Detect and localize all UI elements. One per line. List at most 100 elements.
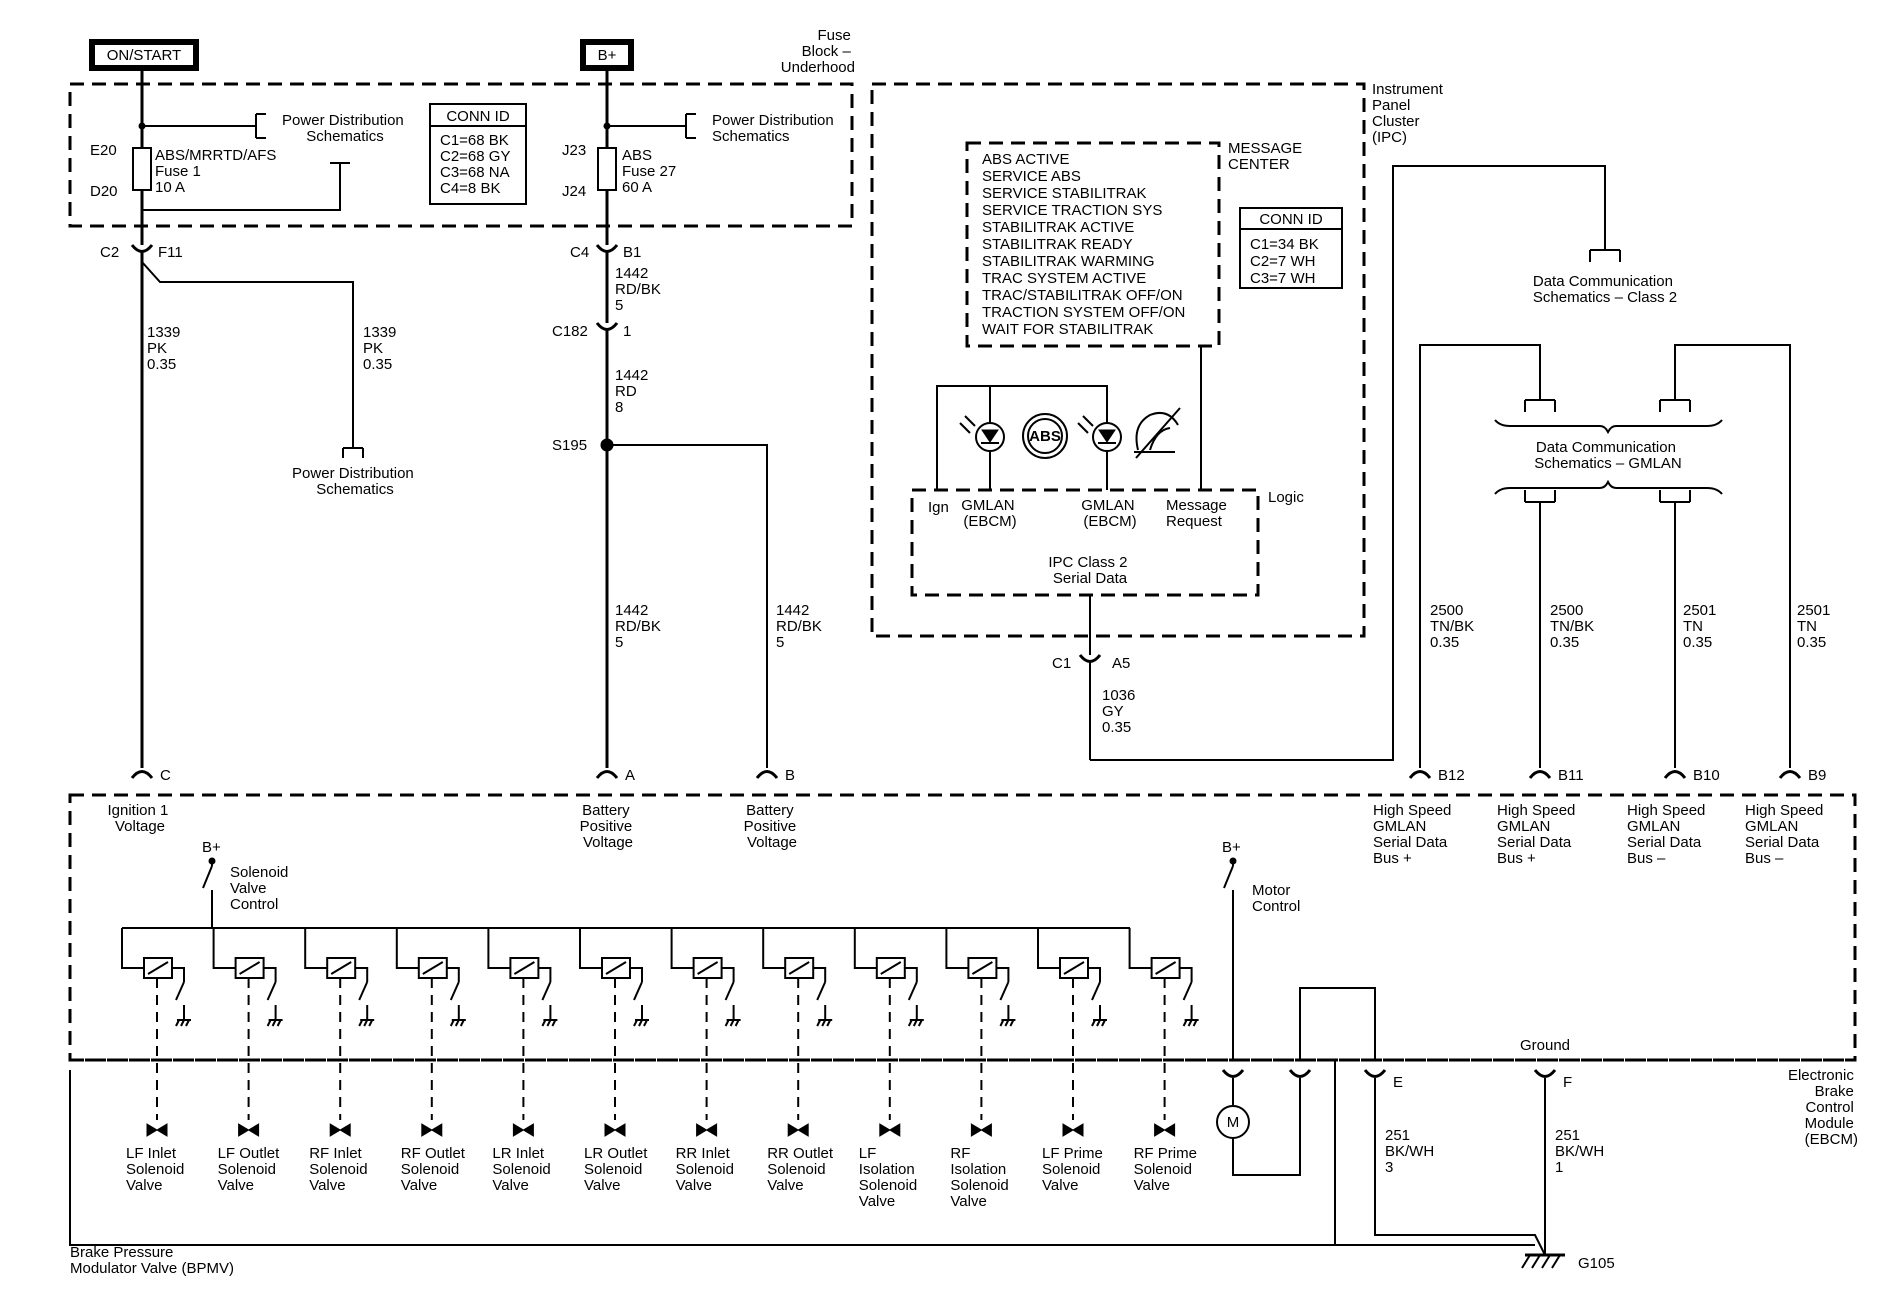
- svg-text:B+: B+: [202, 839, 221, 856]
- ebcm-title: Electronic Brake Control Module (EBCM): [1788, 1067, 1858, 1148]
- wire-2500-b: 2500 TN/BK 0.35: [1550, 602, 1598, 651]
- pin-a: A: [625, 767, 635, 784]
- conn-f11: F11: [158, 244, 183, 261]
- traction-indicator-lamp: [1077, 415, 1122, 452]
- solenoid-coil: [304, 928, 375, 1120]
- fuse1-label: ABS/MRRTD/AFS Fuse 1 10 A: [155, 147, 281, 196]
- wire-1442-c: 1442 RD/BK 5: [615, 602, 665, 651]
- fuse27-label: ABS Fuse 27 60 A: [622, 147, 680, 196]
- wire-1442-d: 1442 RD/BK 5: [776, 602, 826, 651]
- svg-text:CONN ID: CONN ID: [446, 108, 510, 125]
- conn-c1: C1: [1052, 655, 1071, 672]
- pin-a-label: Battery Positive Voltage: [580, 802, 637, 851]
- wire-1442-a: 1442 RD/BK 5: [615, 265, 665, 314]
- abs-symbol-icon: ABS: [1022, 413, 1068, 459]
- wire-2501-a: 2501 TN 0.35: [1683, 602, 1721, 651]
- ground-g105-label: G105: [1578, 1255, 1615, 1272]
- solenoid-valve-control-switch: B+ Solenoid Valve Control: [202, 839, 293, 928]
- ground-label: Ground: [1520, 1037, 1570, 1054]
- on-start-label: ON/START: [107, 47, 181, 64]
- ebcm-bottom-pins: E F: [1221, 1069, 1572, 1091]
- pin-b12: B12: [1438, 767, 1465, 784]
- power-bplus-top: B+: [580, 39, 634, 71]
- ipc-pin-message-request: Message Request: [1166, 497, 1231, 530]
- left-power-distribution-ref: Power Distribution Schematics: [292, 465, 418, 498]
- pin-b9-label: High Speed GMLAN Serial Data Bus –: [1745, 802, 1828, 867]
- ipc-pin-ign: Ign: [928, 499, 949, 516]
- conn-c182: C182: [552, 323, 588, 340]
- wire-251-a: 251 BK/WH 3: [1385, 1127, 1438, 1176]
- pin-b10-label: High Speed GMLAN Serial Data Bus –: [1627, 802, 1710, 867]
- pin-e: E: [1393, 1074, 1403, 1091]
- conn-c4: C4: [570, 244, 589, 261]
- ipc-conn-id-box: CONN ID C1=34 BK C2=7 WH C3=7 WH: [1239, 207, 1343, 289]
- wire-1339-a: 1339 PK 0.35: [147, 324, 185, 373]
- fuse-27: J23 J24 ABS Fuse 27 60 A: [562, 142, 680, 200]
- svg-text:CONN ID: CONN ID: [1259, 211, 1323, 228]
- wire-1036: 1036 GY 0.35: [1102, 687, 1140, 736]
- solenoid-coil: [121, 928, 191, 1120]
- fuse1-power-distribution-ref: Power Distribution Schematics: [282, 112, 408, 145]
- solenoid-coil: [945, 928, 1016, 1120]
- solenoid-coil: [1037, 928, 1107, 1120]
- conn-b1: B1: [623, 244, 641, 261]
- svg-text:Solenoid Valve Con: Solenoid Valve Control: [230, 864, 293, 913]
- pin-c: C: [160, 767, 171, 784]
- ipc-pin-gmlan-1: GMLAN (EBCM): [961, 497, 1019, 530]
- pump-motor: M: [1216, 1105, 1250, 1139]
- ipc-pin-gmlan-2: GMLAN (EBCM): [1081, 497, 1139, 530]
- data-comm-class2-ref: Data Communication Schematics – Class 2: [1533, 273, 1677, 306]
- ipc-outline: [870, 82, 1366, 638]
- wire-1339-b: 1339 PK 0.35: [363, 324, 401, 373]
- splice-s195: S195: [552, 437, 587, 454]
- wire-251-b: 251 BK/WH 1: [1555, 1127, 1608, 1176]
- fuse1-d20: D20: [90, 183, 118, 200]
- solenoid-coil-bank: [121, 928, 1199, 1120]
- pin-b10: B10: [1693, 767, 1720, 784]
- wire-2500-a: 2500 TN/BK 0.35: [1430, 602, 1478, 651]
- solenoid-coil: [670, 928, 741, 1120]
- fuse-block-title: Fuse Block – Underhood: [781, 27, 855, 76]
- pin-f: F: [1563, 1074, 1572, 1091]
- solenoid-coil: [487, 928, 558, 1120]
- message-center-title: MESSAGE CENTER: [1228, 140, 1306, 173]
- power-on-start: ON/START: [89, 39, 199, 71]
- solenoid-coil: [1128, 928, 1199, 1120]
- fuse27-j23: J23: [562, 142, 586, 159]
- pin-c-label: Ignition 1 Voltage: [107, 802, 172, 835]
- pin-b9: B9: [1808, 767, 1826, 784]
- conn-c2: C2: [100, 244, 119, 261]
- wire-1442-b: 1442 RD 8: [615, 367, 653, 416]
- message-list: ABS ACTIVE SERVICE ABS SERVICE STABILITR…: [982, 151, 1190, 338]
- pin-b12-label: High Speed GMLAN Serial Data Bus +: [1373, 802, 1456, 867]
- wire-2501-b: 2501 TN 0.35: [1797, 602, 1835, 651]
- svg-text:M: M: [1227, 1114, 1240, 1131]
- motor-control-switch: B+ Motor Control: [1222, 839, 1300, 1060]
- ipc-logic-label: Logic: [1268, 489, 1304, 506]
- solenoid-coil: [212, 928, 283, 1120]
- traction-off-icon: [1134, 407, 1181, 459]
- ground-g105-icon: [1521, 1253, 1565, 1269]
- fuse-conn-rows: C1=68 BK C2=68 GY C3=68 NA C4=8 BK: [440, 132, 514, 197]
- ipc-logic-box: [910, 488, 1260, 597]
- solenoid-coil: [395, 928, 466, 1120]
- solenoid-coil: [853, 928, 924, 1120]
